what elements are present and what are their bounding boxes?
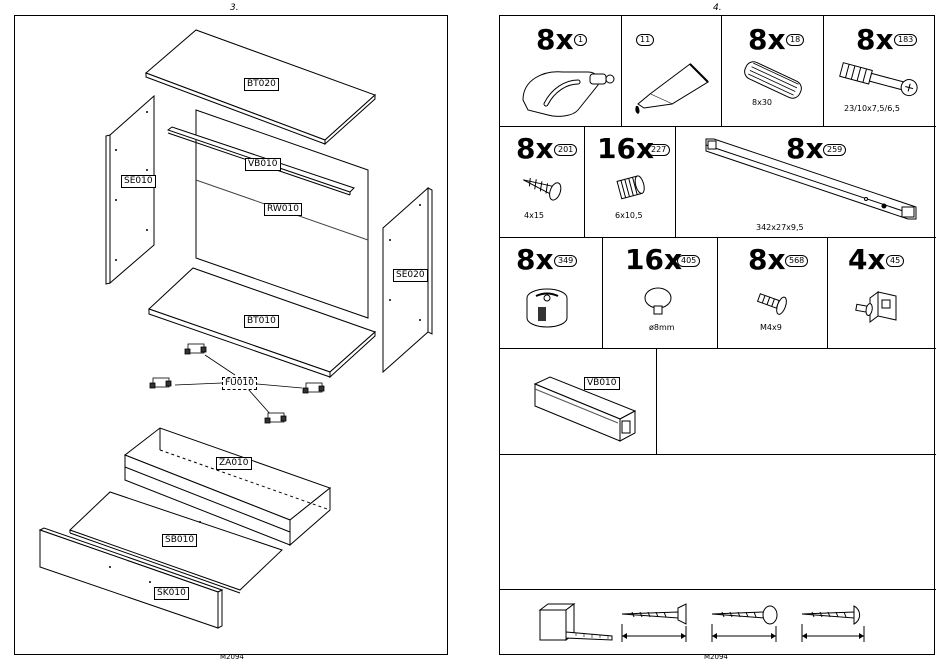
hardware-cell-259: 8x 259 342x27x9,5 xyxy=(676,127,936,238)
empty-cell-right xyxy=(657,349,936,455)
hardware-cell-201: 8x 201 4x15 xyxy=(500,127,585,238)
quantity: 16x xyxy=(597,135,654,163)
quantity: 8x xyxy=(536,26,574,54)
glue-tube-icon xyxy=(630,52,720,117)
part-label-rw010: RW010 xyxy=(264,203,302,216)
quantity: 8x xyxy=(516,135,554,163)
part-number: 18 xyxy=(786,34,804,46)
hardware-grid: 8x 1 11 8x 18 8x30 xyxy=(499,15,935,655)
part-label-sk010: SK010 xyxy=(154,587,189,600)
screwdriver-screw-1-icon xyxy=(618,602,693,647)
dimension: 23/10x7,5/6,5 xyxy=(844,104,900,113)
right-page-number: 4. xyxy=(713,3,722,13)
wood-screw-icon xyxy=(518,172,568,202)
profile-cell: VB010 xyxy=(500,349,657,455)
part-label-se010: SE010 xyxy=(121,175,156,188)
hardware-cell-1: 8x 1 xyxy=(500,16,622,127)
cam-lock-housing-icon xyxy=(518,60,618,120)
hardware-cell-568: 8x 568 M4x9 xyxy=(718,238,828,349)
quantity: 8x xyxy=(748,26,786,54)
hardware-cell-349: 8x 349 xyxy=(500,238,603,349)
cover-cap-icon xyxy=(643,286,673,316)
part-label-vb010: VB010 xyxy=(245,158,281,171)
part-number: 45 xyxy=(886,255,904,267)
dimension: M4x9 xyxy=(760,323,782,332)
part-label-se020: SE020 xyxy=(393,269,428,282)
screwdriver-screw-2-icon xyxy=(708,602,783,647)
part-label-sb010: SB010 xyxy=(162,534,197,547)
part-number: 183 xyxy=(894,34,917,46)
part-number: 349 xyxy=(554,255,577,267)
angle-bracket-icon xyxy=(856,288,906,328)
hardware-cell-18: 8x 18 8x30 xyxy=(722,16,824,127)
part-number: 227 xyxy=(647,144,670,156)
insert-nut-icon xyxy=(613,172,649,202)
dimension: 4x15 xyxy=(524,211,544,220)
part-number: 405 xyxy=(677,255,700,267)
cam-lock-icon xyxy=(522,283,572,333)
dimension: 8x30 xyxy=(752,98,772,107)
quantity: 16x xyxy=(625,246,682,274)
tools-cell xyxy=(500,590,936,654)
rail-profile-icon xyxy=(500,349,657,455)
hardware-cell-11: 11 xyxy=(622,16,722,127)
quantity: 4x xyxy=(848,246,886,274)
left-page-footer: M2094 xyxy=(220,653,244,661)
part-number: 201 xyxy=(554,144,577,156)
quantity: 8x xyxy=(856,26,894,54)
left-side-panel-shape xyxy=(110,96,154,283)
exploded-assembly-drawing xyxy=(0,0,470,667)
part-label-fu010: FU010 xyxy=(222,377,257,390)
wood-dowel-icon xyxy=(738,58,808,103)
part-number: 11 xyxy=(636,34,654,46)
cam-bolt-icon xyxy=(832,58,927,103)
hardware-cell-405: 16x 405 ø8mm xyxy=(603,238,718,349)
tape-measure-icon xyxy=(536,598,616,648)
part-label-bt010: BT010 xyxy=(244,315,279,328)
screwdriver-screw-3-icon xyxy=(798,602,873,647)
profile-label: VB010 xyxy=(584,377,620,390)
empty-cell-wide xyxy=(500,455,936,590)
dimension: 6x10,5 xyxy=(615,211,643,220)
quantity: 8x xyxy=(516,246,554,274)
part-label-bt020: BT020 xyxy=(244,78,279,91)
right-page-footer: M2094 xyxy=(704,653,728,661)
part-label-za010: ZA010 xyxy=(216,457,252,470)
drawer-runner-icon xyxy=(676,127,936,238)
dimension: 342x27x9,5 xyxy=(756,223,804,232)
part-number: 1 xyxy=(574,34,587,46)
part-number: 568 xyxy=(785,255,808,267)
dimension: ø8mm xyxy=(649,323,675,332)
quantity: 8x xyxy=(748,246,786,274)
machine-screw-icon xyxy=(754,288,794,318)
hardware-cell-227: 16x 227 6x10,5 xyxy=(585,127,676,238)
hardware-cell-183: 8x 183 23/10x7,5/6,5 xyxy=(824,16,936,127)
hardware-cell-45: 4x 45 xyxy=(828,238,936,349)
